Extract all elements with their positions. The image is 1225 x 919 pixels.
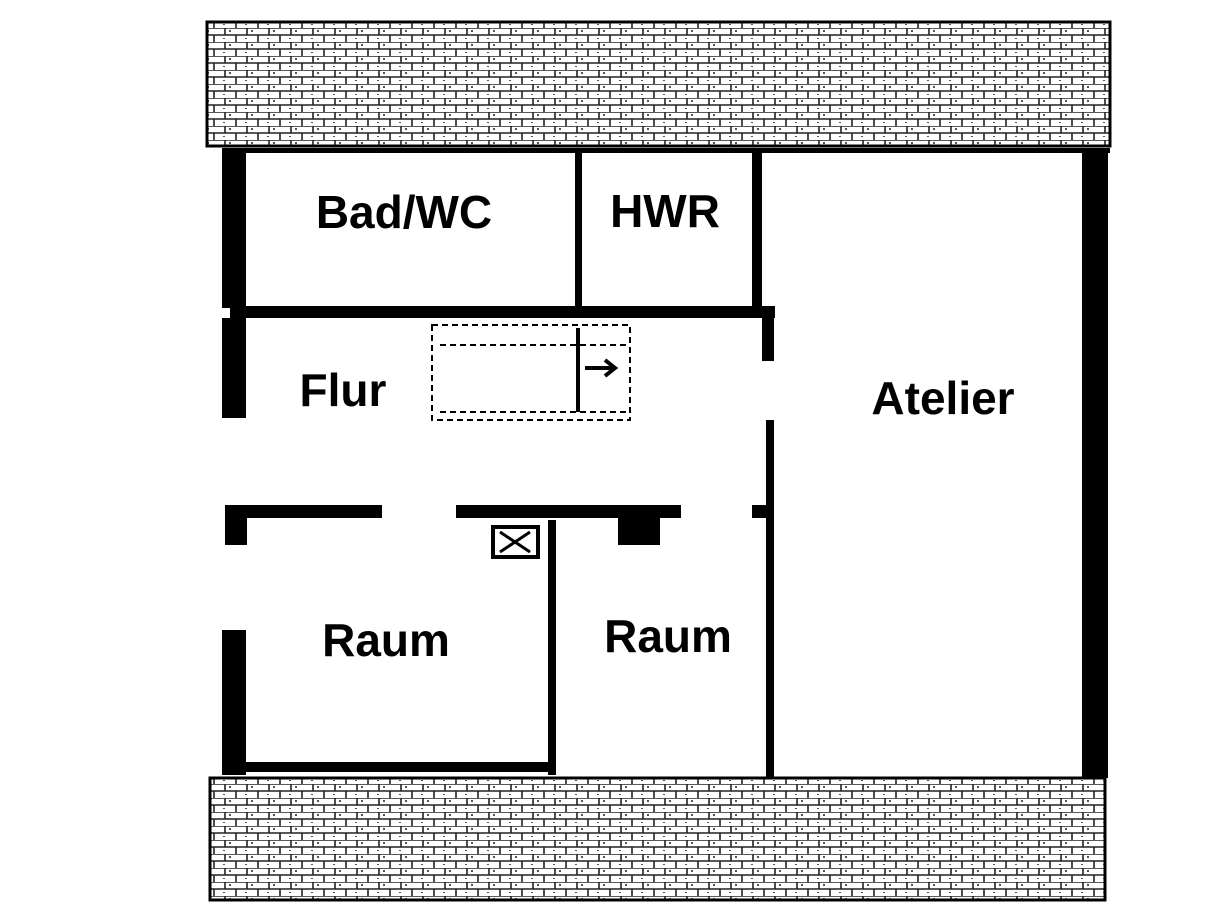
roof-strip-top — [205, 20, 1112, 148]
room-label-raum-right: Raum — [604, 610, 732, 662]
room-label-atelier: Atelier — [871, 372, 1015, 424]
walls — [222, 148, 1110, 778]
roof-strip-bottom — [208, 776, 1107, 902]
room-label-raum-left: Raum — [322, 614, 450, 666]
stair-direction-arrow — [576, 328, 619, 412]
room-label-bad-wc: Bad/WC — [315, 186, 493, 238]
chimney — [491, 525, 540, 559]
room-label-flur: Flur — [299, 364, 387, 416]
room-label-hwr: HWR — [610, 185, 720, 237]
stair-outline — [431, 324, 631, 421]
